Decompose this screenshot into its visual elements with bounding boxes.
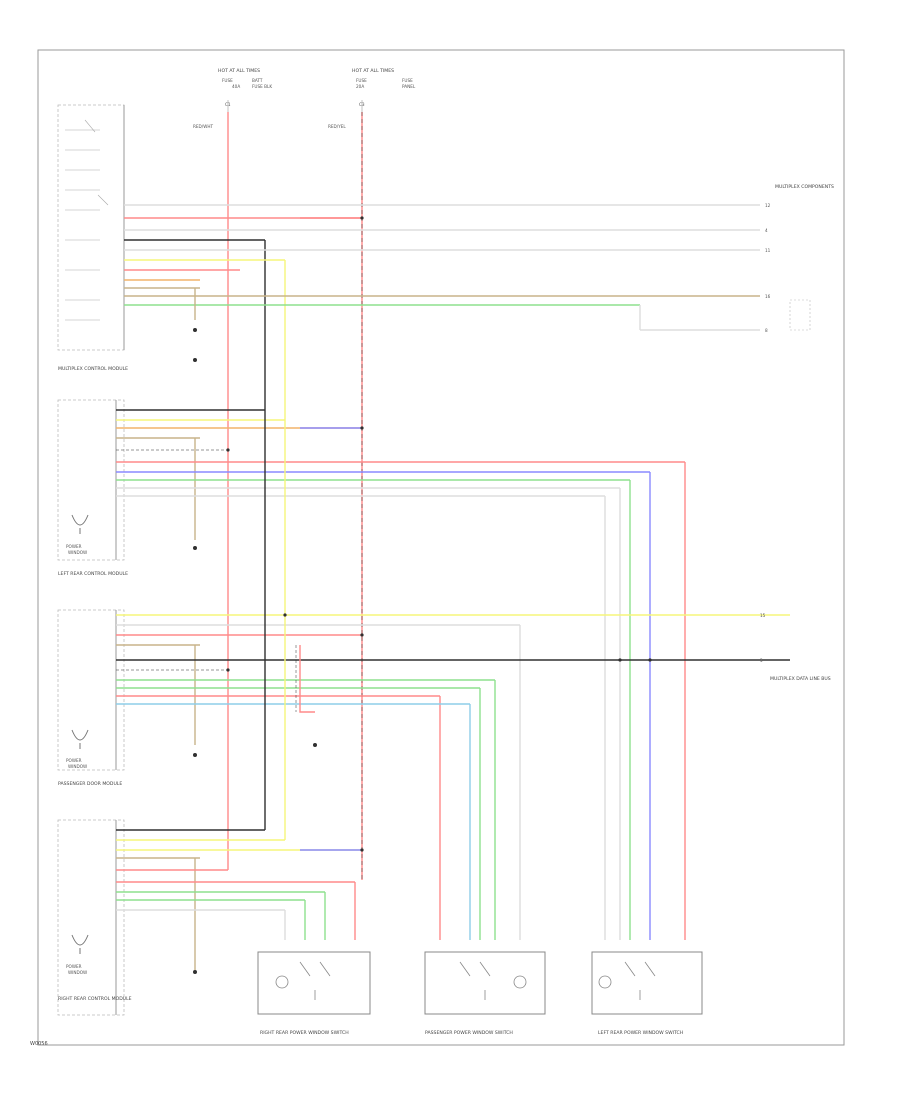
svg-text:FUSE: FUSE [402, 78, 413, 83]
right-rear-switch-label: RIGHT REAR POWER WINDOW SWITCH [260, 1030, 349, 1036]
ground-symbols [193, 328, 317, 974]
svg-text:WINDOW: WINDOW [68, 550, 87, 555]
diagram-frame [37, 49, 845, 1046]
diagram-code: W0056 [30, 1041, 48, 1047]
svg-text:POWER: POWER [66, 758, 82, 763]
passenger-switch-label: PASSENGER POWER WINDOW SWITCH [425, 1030, 513, 1036]
passenger-door-module: POWER WINDOW PASSENGER DOOR MODULE [57, 609, 125, 787]
svg-text:16: 16 [765, 294, 771, 299]
multiplex-data-bus-label: MULTIPLEX DATA LINE BUS [770, 676, 831, 682]
svg-text:40A: 40A [232, 84, 240, 89]
svg-text:12: 12 [765, 203, 771, 208]
svg-text:20A: 20A [356, 84, 364, 89]
svg-text:8: 8 [765, 328, 768, 333]
right-rear-module-label: RIGHT REAR CONTROL MODULE [58, 996, 132, 1002]
svg-text:15: 15 [760, 613, 766, 618]
svg-text:4: 4 [765, 228, 768, 233]
power-source-right-label: HOT AT ALL TIMES [352, 68, 394, 74]
power-source-left: HOT AT ALL TIMES FUSE 40A BATT FUSE BLK … [193, 68, 272, 129]
power-source-left-label: HOT AT ALL TIMES [218, 68, 260, 74]
right-rear-window-switch: RIGHT REAR POWER WINDOW SWITCH [257, 951, 371, 1036]
right-side-terminals: MULTIPLEX COMPONENTS 12 4 11 16 8 15 5 M… [760, 184, 834, 682]
left-rear-switch-label: LEFT REAR POWER WINDOW SWITCH [598, 1030, 683, 1036]
svg-text:5: 5 [760, 658, 763, 663]
svg-text:POWER: POWER [66, 544, 82, 549]
svg-text:FUSE: FUSE [356, 78, 367, 83]
svg-text:POWER: POWER [66, 964, 82, 969]
svg-text:FUSE BLK: FUSE BLK [252, 84, 272, 89]
svg-text:FUSE: FUSE [222, 78, 233, 83]
left-rear-module-label: LEFT REAR CONTROL MODULE [58, 571, 128, 577]
svg-text:BATT: BATT [252, 78, 263, 83]
wiring [116, 112, 790, 970]
right-rear-module: POWER WINDOW RIGHT REAR CONTROL MODULE [57, 819, 132, 1016]
svg-text:WINDOW: WINDOW [68, 970, 87, 975]
multiplex-module-label: MULTIPLEX CONTROL MODULE [58, 366, 128, 372]
passenger-door-module-label: PASSENGER DOOR MODULE [58, 781, 122, 787]
multiplex-switch-block: MULTIPLEX CONTROL MODULE [57, 104, 128, 372]
left-rear-module: POWER WINDOW LEFT REAR CONTROL MODULE [57, 399, 128, 577]
splice-dots [226, 216, 652, 852]
svg-text:WINDOW: WINDOW [68, 764, 87, 769]
svg-text:PANEL: PANEL [402, 84, 416, 89]
multiplex-components-label: MULTIPLEX COMPONENTS [775, 184, 834, 190]
power-source-right: HOT AT ALL TIMES FUSE 20A FUSE PANEL C3 … [328, 68, 416, 129]
left-rear-window-switch: LEFT REAR POWER WINDOW SWITCH [591, 951, 703, 1036]
svg-text:RED/YEL: RED/YEL [328, 124, 346, 129]
svg-text:RED/WHT: RED/WHT [193, 124, 213, 129]
passenger-window-switch: PASSENGER POWER WINDOW SWITCH [424, 951, 546, 1036]
svg-text:11: 11 [765, 248, 771, 253]
